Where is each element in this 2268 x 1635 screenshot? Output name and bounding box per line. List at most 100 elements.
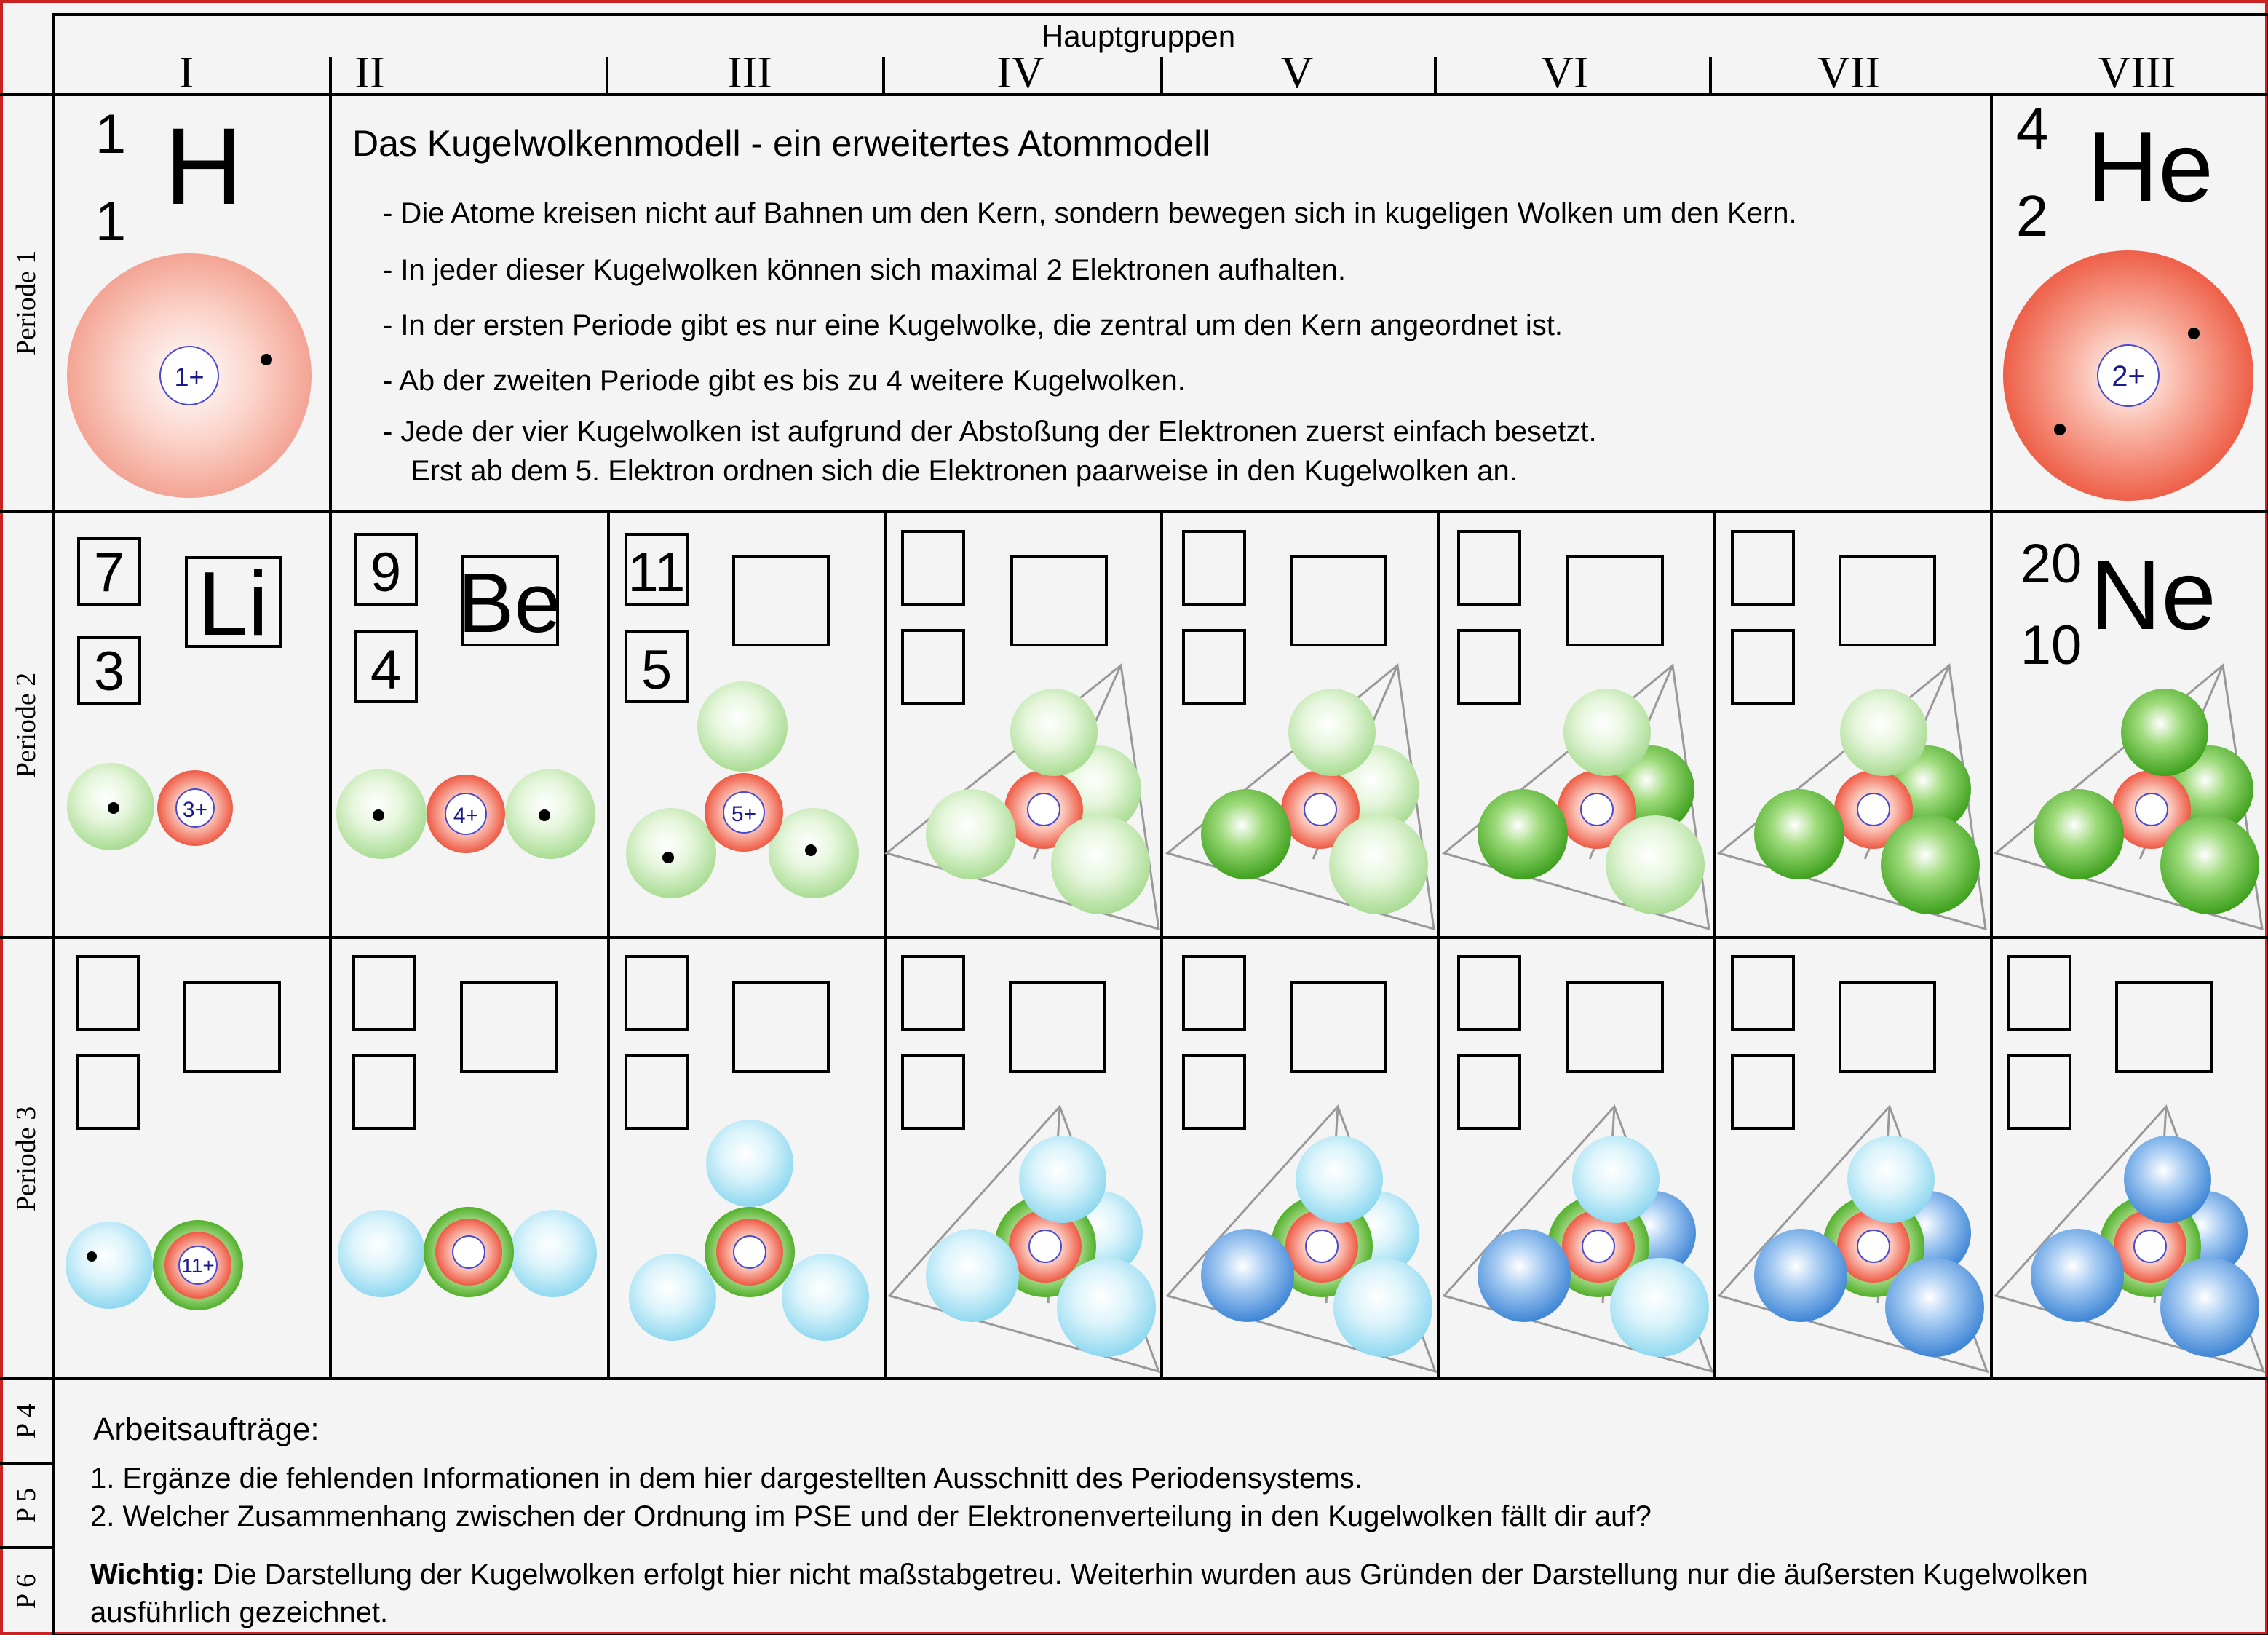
orbital-cloud-filled [1885, 1258, 1984, 1357]
helium-symbol: He [2087, 111, 2213, 222]
nucleus [453, 1236, 485, 1268]
electron [87, 1251, 97, 1262]
orbital-cloud [1847, 1136, 1935, 1223]
electron [108, 802, 119, 814]
orbital-cloud [1333, 1258, 1432, 1357]
orbital-cloud-filled [1478, 789, 1568, 879]
group-label-4: IV [996, 48, 1044, 98]
lithium-symbol: Li [198, 554, 269, 654]
lithium-mass: 7 [94, 542, 124, 603]
orbital-cloud [1606, 815, 1705, 914]
nucleus [1857, 793, 1890, 826]
orbital-cloud [697, 681, 788, 772]
nucleus [1028, 793, 1060, 826]
group-label-6: VI [1541, 48, 1588, 98]
neon-mass: 20 [2021, 533, 2082, 595]
hydrogen-charge: 1+ [174, 362, 204, 392]
electron [373, 809, 384, 821]
group-label-1: I [179, 48, 194, 98]
helium-charge: 2+ [2112, 360, 2145, 392]
group-label-2: II [354, 48, 384, 98]
electron [539, 809, 550, 821]
orbital-cloud-filled [2124, 1136, 2211, 1223]
orbital-cloud [706, 1120, 793, 1207]
intro-point-1: - Die Atome kreisen nicht auf Bahnen um … [383, 197, 1797, 229]
period-label-2: Periode 2 [11, 673, 41, 778]
orbital-cloud-filled [1201, 789, 1291, 879]
electron [2054, 424, 2066, 435]
orbital-cloud-filled [2160, 1258, 2259, 1357]
orbital-cloud [629, 1254, 716, 1341]
intro-point-2: - In jeder dieser Kugelwolken können sic… [383, 254, 1346, 286]
period-label-4: P 4 [11, 1404, 41, 1438]
orbital-cloud [1572, 1136, 1660, 1223]
orbital-cloud [338, 1210, 425, 1297]
beryllium-mass: 9 [370, 542, 401, 603]
orbital-cloud-filled [2121, 689, 2208, 776]
orbital-cloud-filled [2031, 1229, 2124, 1322]
nucleus [1857, 1230, 1890, 1262]
orbital-cloud-filled [1754, 789, 1844, 879]
orbital-cloud-filled [1881, 815, 1980, 914]
nucleus [2134, 1230, 2166, 1262]
group-label-5: V [1281, 48, 1314, 98]
nucleus [1306, 1230, 1338, 1262]
neon-number: 10 [2021, 614, 2082, 676]
orbital-cloud [1051, 815, 1150, 914]
orbital-cloud [1296, 1136, 1383, 1223]
orbital-cloud [505, 769, 595, 859]
note-text: Die Darstellung der Kugelwolken erfolgt … [205, 1559, 2087, 1591]
beryllium-symbol: Be [458, 555, 561, 650]
note-line-1: Wichtig: Die Darstellung der Kugelwolken… [90, 1559, 2088, 1591]
nucleus [1581, 793, 1613, 826]
lithium-charge: 3+ [183, 798, 207, 822]
electron [805, 844, 817, 856]
orbital-cloud [1010, 689, 1098, 776]
orbital-cloud-filled [2034, 789, 2124, 879]
orbital-cloud-filled [2160, 815, 2259, 914]
boron-number: 5 [641, 639, 672, 701]
orbital-cloud-filled [1201, 1229, 1294, 1322]
orbital-cloud-filled [1478, 1229, 1571, 1322]
orbital-cloud [1019, 1136, 1106, 1223]
group-label-7: VII [1817, 48, 1880, 98]
orbital-cloud [926, 1229, 1019, 1322]
neon-symbol: Ne [2090, 539, 2216, 650]
hydrogen-number: 1 [95, 191, 126, 253]
task-1: 1. Ergänze die fehlenden Informationen i… [90, 1462, 1363, 1495]
orbital-cloud [926, 789, 1016, 879]
hydrogen-mass: 1 [95, 103, 126, 165]
orbital-cloud [1288, 689, 1376, 776]
nucleus [1582, 1230, 1614, 1262]
note-label: Wichtig: [90, 1559, 205, 1591]
orbital-cloud-filled [1754, 1229, 1847, 1322]
orbital-cloud [782, 1254, 869, 1341]
intro-point-6: Erst ab dem 5. Elektron ordnen sich die … [411, 455, 1518, 487]
group-label-3: III [727, 48, 772, 98]
helium-number: 2 [2016, 183, 2049, 248]
orbital-cloud [1563, 689, 1651, 776]
electron [261, 354, 272, 365]
orbital-cloud [1840, 689, 1927, 776]
orbital-cloud [1610, 1258, 1709, 1357]
header-title: Hauptgruppen [1042, 19, 1235, 53]
boron-mass: 11 [628, 542, 686, 603]
period-label-6: P 6 [11, 1574, 41, 1609]
electron [2188, 328, 2200, 339]
helium-mass: 4 [2016, 96, 2049, 161]
intro-point-5: - Jede der vier Kugelwolken ist aufgrund… [383, 416, 1597, 448]
sodium-charge: 11+ [181, 1254, 214, 1277]
tasks-heading: Arbeitsaufträge: [93, 1412, 320, 1447]
task-2: 2. Welcher Zusammenhang zwischen der Ord… [90, 1500, 1652, 1532]
boron-charge: 5+ [731, 802, 756, 826]
nucleus [1304, 793, 1336, 826]
orbital-cloud [66, 1222, 153, 1309]
group-label-8: VIII [2098, 48, 2176, 98]
orbital-cloud [509, 1210, 597, 1297]
note-line-2: ausführlich gezeichnet. [90, 1596, 388, 1628]
lithium-number: 3 [94, 641, 124, 702]
period-label-3: Periode 3 [11, 1107, 41, 1212]
intro-point-4: - Ab der zweiten Periode gibt es bis zu … [383, 365, 1186, 397]
